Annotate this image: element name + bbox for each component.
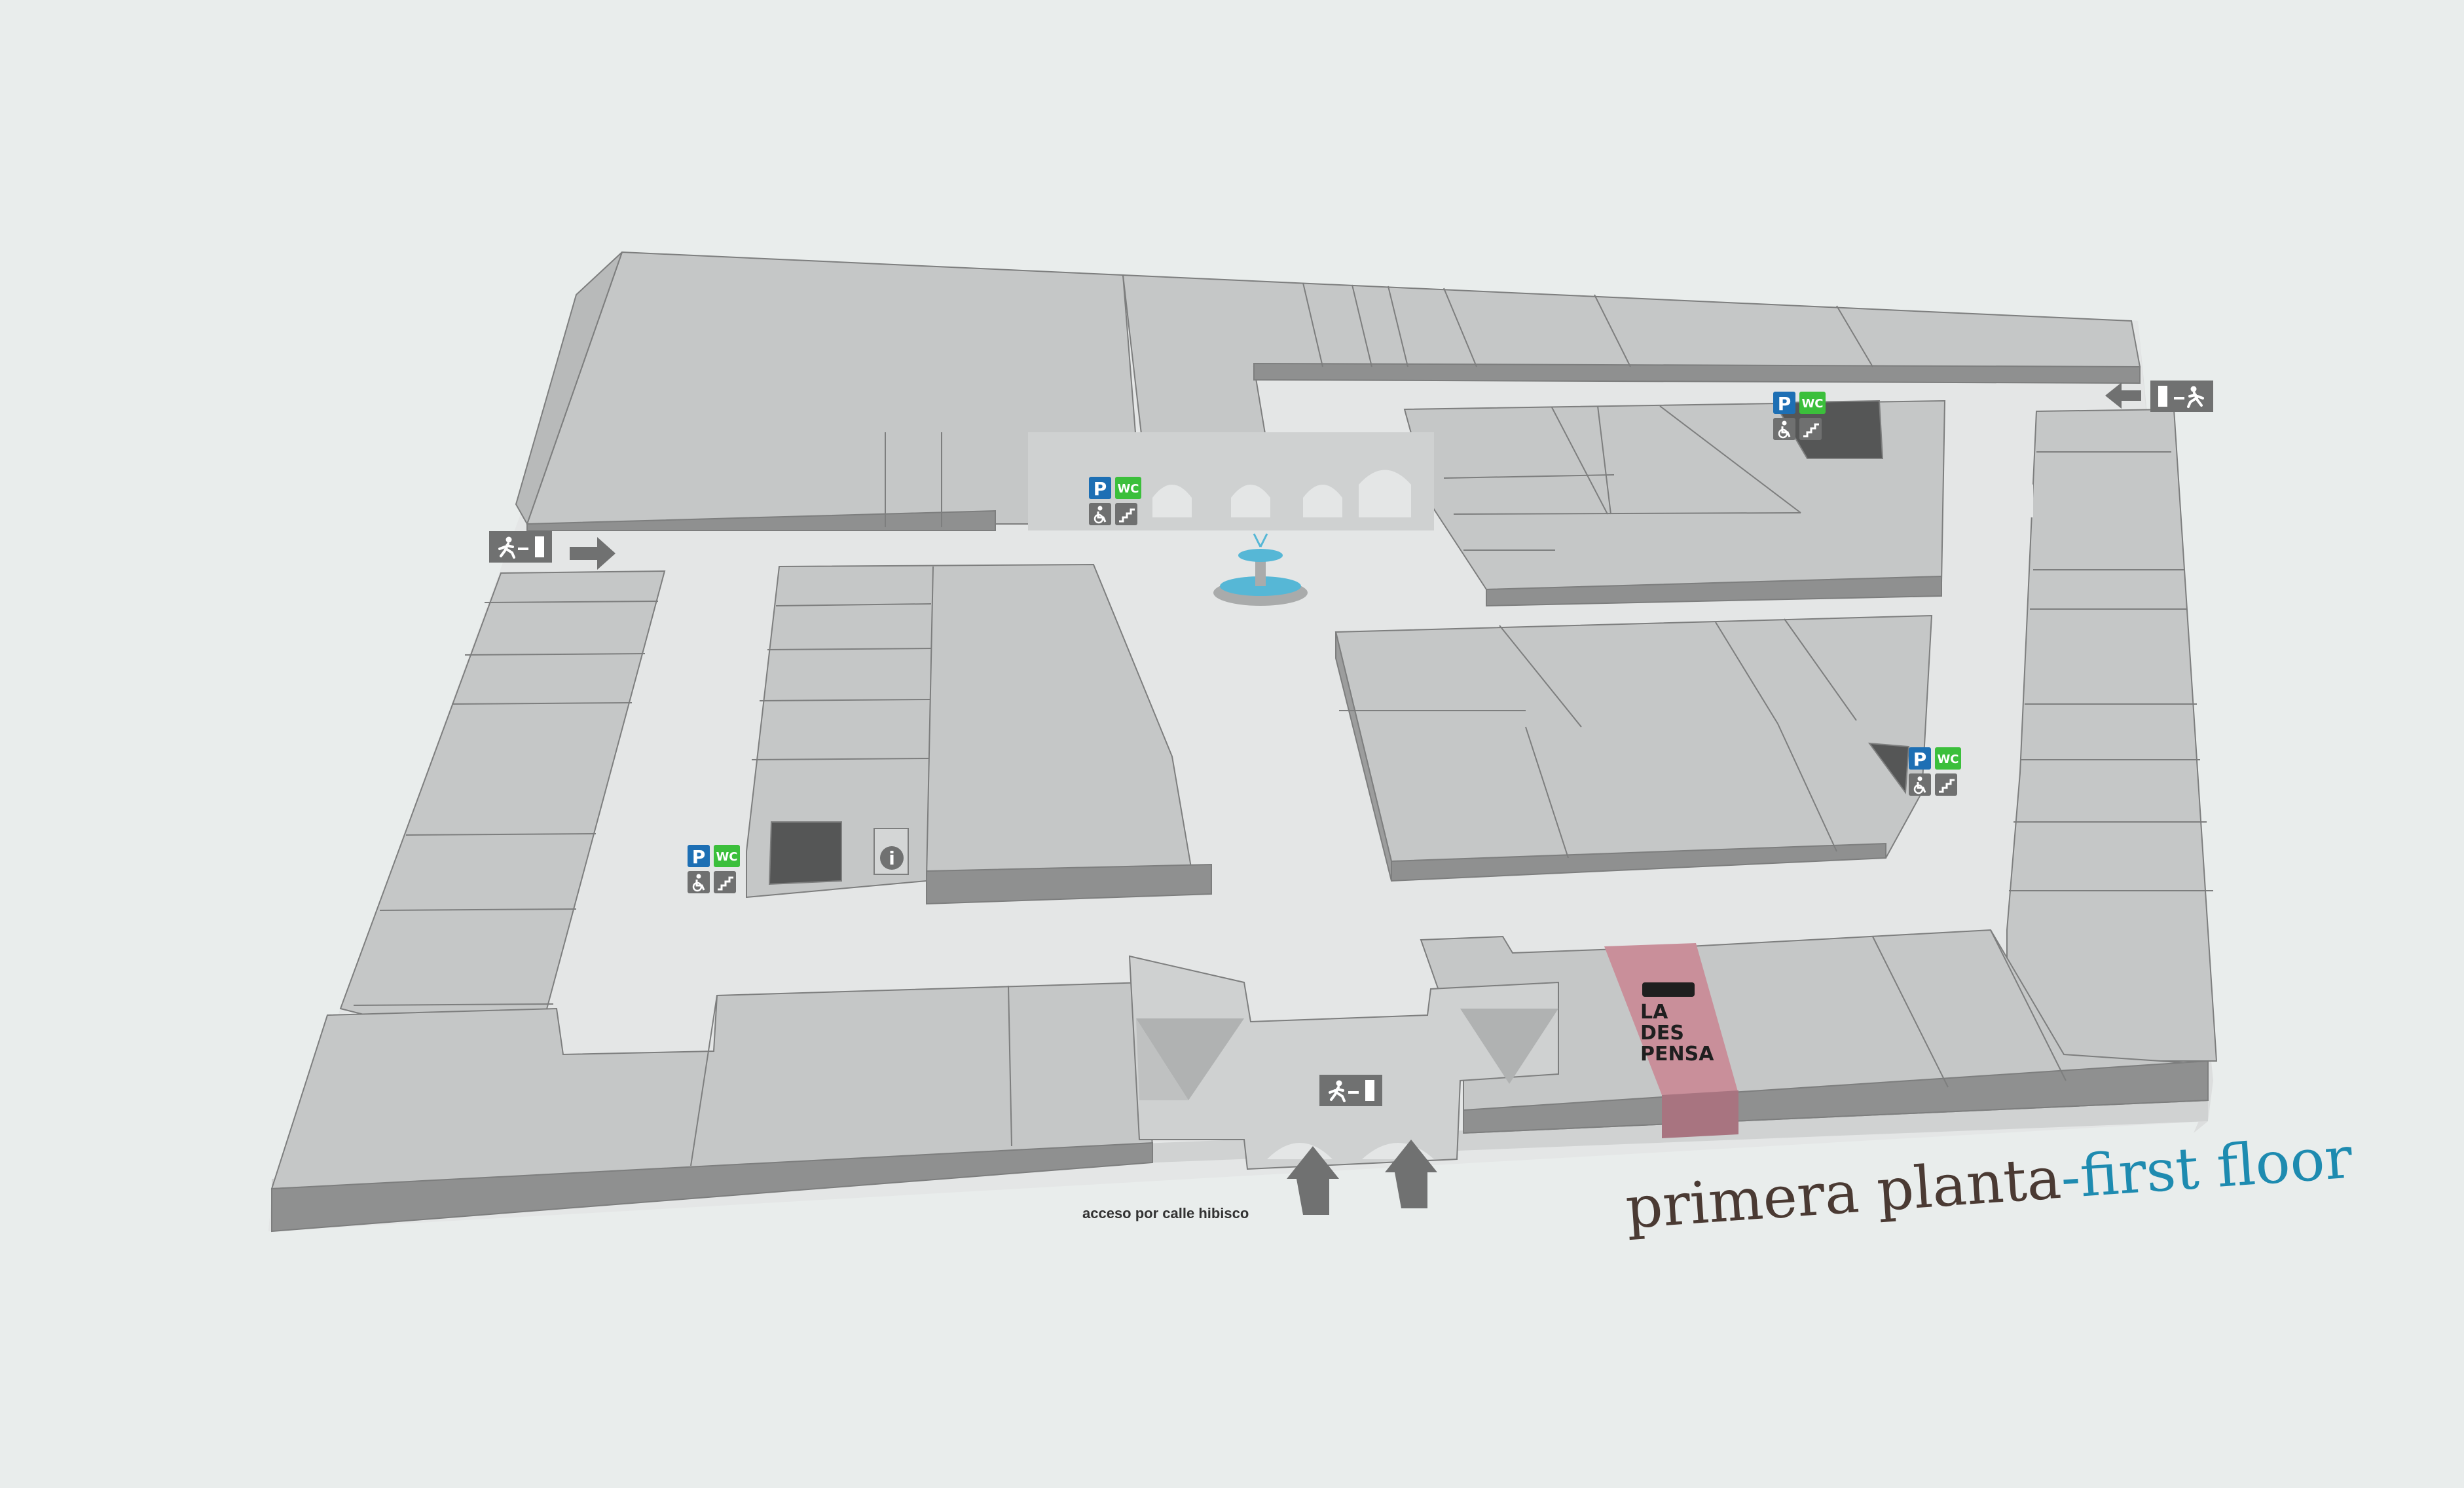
shop-block xyxy=(926,863,1212,905)
fountain-icon xyxy=(1213,533,1308,606)
shop-block xyxy=(271,1142,1153,1233)
emergency-exit-sign-icon xyxy=(2149,379,2215,413)
la-despensa-logo-icon: LA DES PENSA xyxy=(1640,982,1714,1066)
shop-block xyxy=(1463,1060,2209,1134)
shop-block xyxy=(2006,408,2218,1062)
svg-text:i: i xyxy=(889,847,895,869)
exit-arrow-right-icon xyxy=(570,537,616,570)
store-la-despensa[interactable]: LA DES PENSA xyxy=(1604,943,1738,1138)
entrance-arrow-icon xyxy=(1385,1140,1437,1208)
info-point-icon[interactable]: i xyxy=(880,846,904,870)
entrance-arrow-icon xyxy=(1287,1146,1339,1215)
shop-block xyxy=(1486,575,1942,607)
shop-block xyxy=(1334,614,1933,863)
exit-arrow-left-icon xyxy=(2105,382,2141,409)
svg-text:PENSA: PENSA xyxy=(1640,1043,1714,1066)
floor-title-spanish: primera planta xyxy=(1623,1144,2063,1242)
emergency-exit-sign-icon xyxy=(1318,1073,1384,1107)
svg-text:DES: DES xyxy=(1640,1022,1684,1045)
floor-title-english: first floor xyxy=(2078,1124,2355,1210)
emergency-exit-sign-icon xyxy=(488,530,553,564)
street-access-label: acceso por calle hibisco xyxy=(1082,1205,1249,1221)
shop-block xyxy=(526,510,996,531)
floor-title-separator: - xyxy=(2059,1143,2083,1212)
shop-block xyxy=(515,251,623,526)
main-entrance-building xyxy=(1128,955,1559,1170)
svg-text:LA: LA xyxy=(1640,1001,1668,1024)
shop-block xyxy=(1253,362,2141,384)
